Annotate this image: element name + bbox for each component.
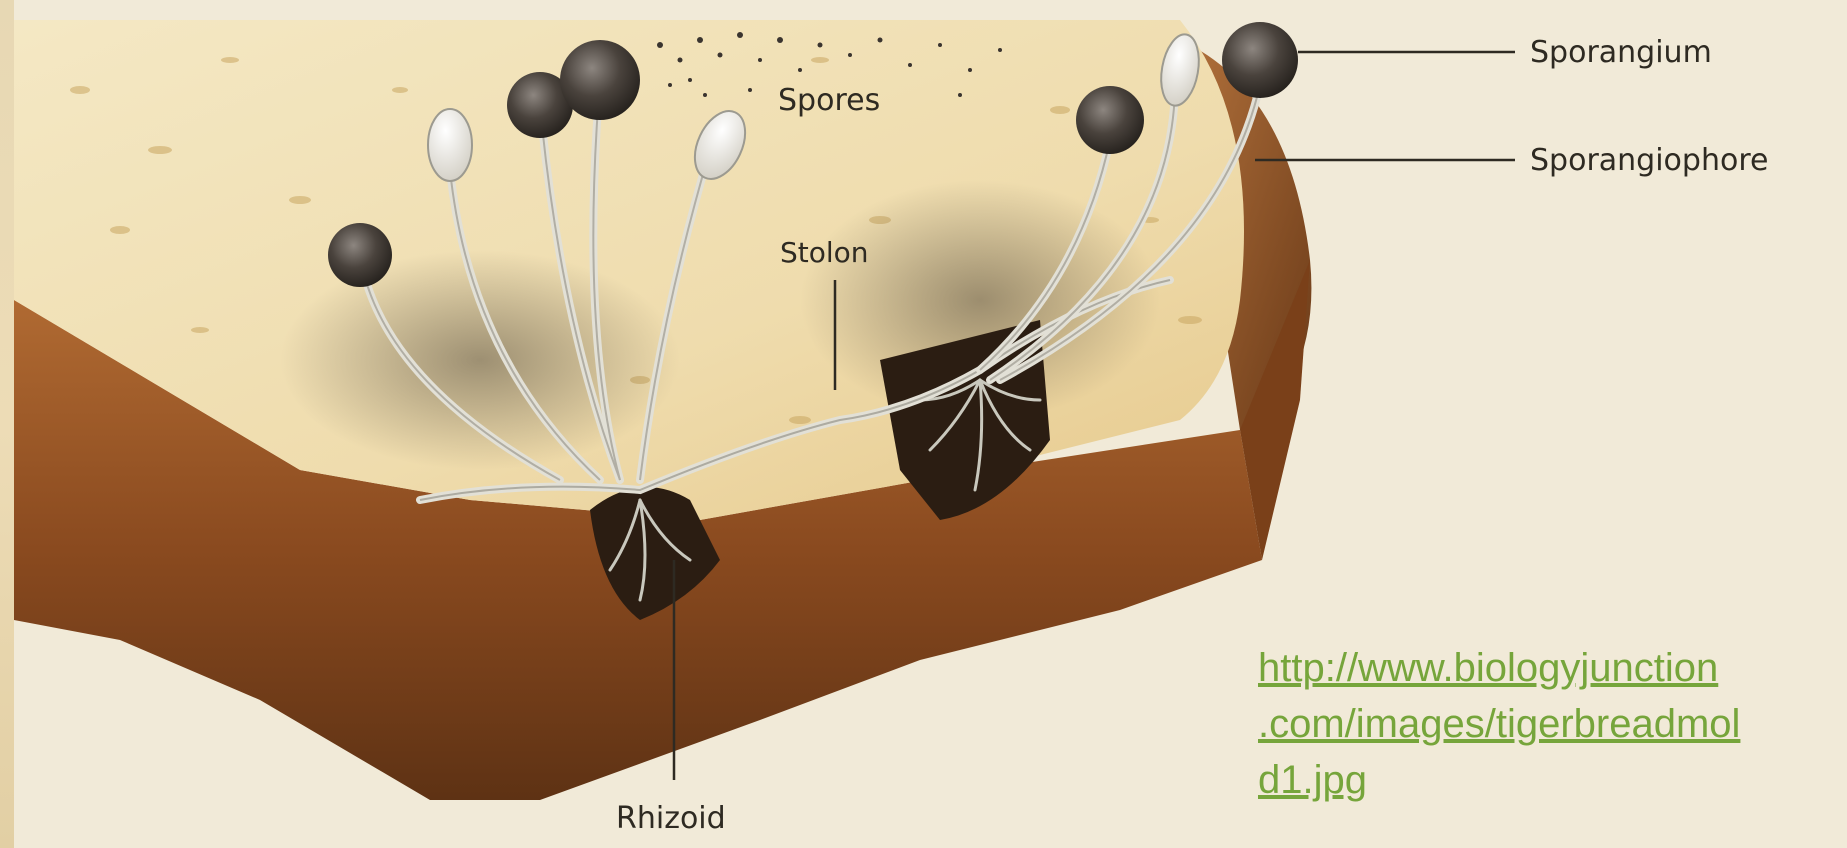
label-spores: Spores — [778, 83, 880, 118]
sporangium-1 — [328, 223, 392, 287]
sporangium-5 — [1222, 22, 1298, 98]
label-sporangium: Sporangium — [1530, 35, 1712, 70]
sporangium-4 — [1076, 86, 1144, 154]
source-link-line-1[interactable]: http://www.biologyjunction — [1258, 646, 1718, 690]
sporangium-immature-1 — [428, 109, 472, 181]
source-link-line-3[interactable]: d1.jpg — [1258, 758, 1367, 802]
source-link-line-2[interactable]: .com/images/tigerbreadmol — [1258, 702, 1740, 746]
label-sporangiophore: Sporangiophore — [1530, 143, 1768, 178]
label-rhizoid: Rhizoid — [616, 801, 726, 836]
label-stolon: Stolon — [780, 236, 869, 269]
source-link[interactable]: http://www.biologyjunction .com/images/t… — [1258, 640, 1798, 808]
sporangium-3 — [560, 40, 640, 120]
